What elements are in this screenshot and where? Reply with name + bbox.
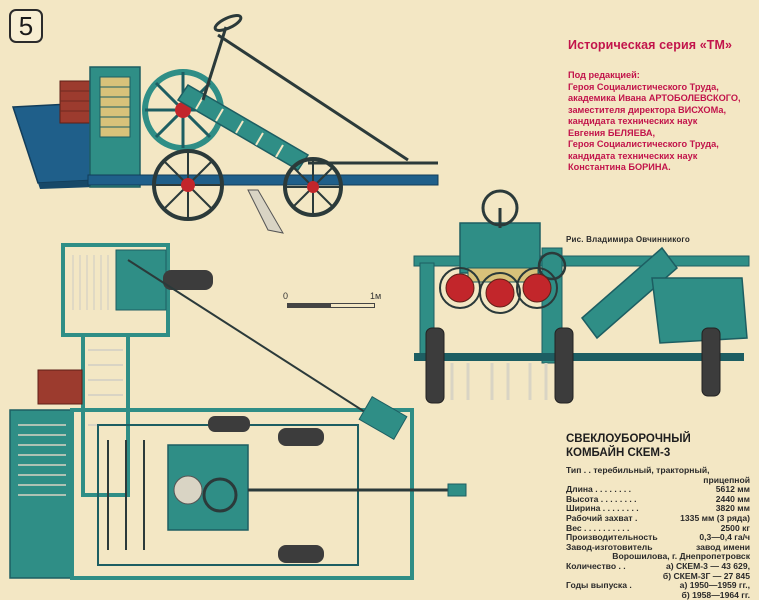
spec-value: а) СКЕМ-3 — 43 629, [665, 560, 750, 571]
spec-continuation: б) 1958—1964 гг. [681, 589, 750, 600]
editors-line: Евгения БЕЛЯЕВА, [568, 127, 656, 138]
spec-label: Рабочий захват . [566, 512, 638, 523]
series-title: Историческая серия «ТМ» [568, 38, 733, 52]
scale-ruler [287, 303, 375, 308]
editors-line: заместителя директора ВИСХОМа, [568, 104, 727, 115]
scale-unit-label: 1м [370, 291, 382, 301]
illustrator-credit: Рис. Владимира Овчинникого [566, 235, 690, 244]
spec-value: 2440 мм [715, 493, 750, 504]
spec-type: Тип . . теребильный, тракторный, [566, 465, 750, 476]
editors-line: Героя Социалистического Труда, [568, 81, 719, 92]
spec-value: 3820 мм [715, 503, 750, 514]
front-view-illustration [413, 189, 750, 404]
scale-zero-label: 0 [283, 291, 289, 301]
spec-value: 2500 кг [720, 522, 750, 533]
spec-productivity: Производительность 0,3—0,4 га/ч [566, 533, 750, 543]
spec-continuation: б) СКЕМ-3Г — 27 845 [662, 570, 750, 581]
spec-height: Высота . . . . . . . . 2440 мм [566, 493, 750, 505]
spec-quantity: Количество . . а) СКЕМ-3 — 43 629, [566, 560, 750, 572]
specifications: Тип . . теребильный, тракторный, прицепн… [566, 465, 750, 600]
spec-label: Высота . . . . . . . . [566, 493, 637, 504]
spec-value: а) 1950—1959 гг., [679, 580, 750, 591]
editors-line: Героя Социалистического Труда, [568, 139, 719, 149]
spec-value: 1335 мм (3 ряда) [680, 512, 750, 523]
spec-label: Годы выпуска . [566, 580, 632, 591]
spec-label: Тип . . теребильный, тракторный, [566, 465, 710, 475]
machine-title-line: СВЕКЛОУБОРОЧНЫЙ [566, 433, 691, 445]
spec-years: Годы выпуска . а) 1950—1959 гг., [566, 581, 750, 591]
spec-continuation: прицепной [703, 474, 750, 485]
spec-label: Производительность [566, 532, 658, 543]
spec-length: Длина . . . . . . . . 5612 мм [566, 485, 750, 495]
editors-credit: Под редакцией: Героя Социалистического Т… [568, 70, 754, 174]
spec-width: Ширина . . . . . . . . 3820 мм [566, 504, 750, 514]
spec-continuation: Ворошилова, г. Днепропетровск [612, 551, 750, 562]
side-view-illustration [11, 14, 439, 234]
spec-weight: Вес . . . . . . . . . . 2500 кг [566, 522, 750, 534]
editors-line: кандидата технических наук [568, 116, 698, 126]
editors-line: Константина БОРИНА. [568, 162, 671, 172]
spec-label: Количество . . [566, 560, 626, 571]
top-view-illustration [9, 243, 467, 580]
machine-title: СВЕКЛОУБОРОЧНЫЙ КОМБАЙН СКЕМ-3 [566, 432, 691, 460]
spec-maker: Завод-изготовитель завод имени [566, 541, 750, 553]
spec-label: Вес . . . . . . . . . . [566, 522, 630, 533]
page-number: 5 [9, 9, 43, 43]
spec-label: Ширина . . . . . . . . [566, 503, 639, 514]
editors-line: академика Ивана АРТОБОЛЕВСКОГО, [568, 93, 741, 103]
spec-label: Длина . . . . . . . . [566, 484, 632, 495]
editors-line: Под редакцией: [568, 70, 640, 80]
spec-label: Завод-изготовитель [566, 541, 653, 552]
spec-value: 5612 мм [715, 484, 750, 495]
spec-value: завод имени [696, 541, 750, 552]
scale-bar: 0 1м [282, 290, 382, 318]
machine-title-line: КОМБАЙН СКЕМ-3 [566, 447, 671, 459]
spec-capture: Рабочий захват . 1335 мм (3 ряда) [566, 512, 750, 524]
editors-line: кандидата технических наук [568, 150, 698, 161]
spec-value: 0,3—0,4 га/ч [699, 532, 750, 543]
